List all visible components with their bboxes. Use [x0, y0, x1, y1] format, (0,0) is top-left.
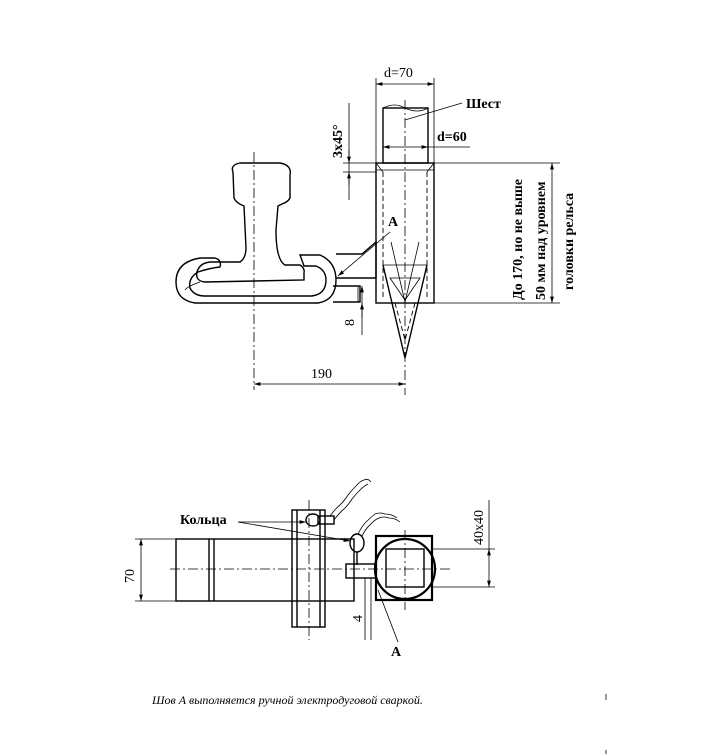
rail-profile: [195, 162, 305, 283]
label-weld-a-bottom: A: [391, 645, 402, 660]
label-height-1: До 170, но не выше: [511, 179, 526, 300]
label-height-3: головки рельса: [562, 193, 577, 290]
label-chamfer: 3x45°: [331, 124, 346, 158]
label-weld-a-top: A: [388, 215, 399, 230]
label-dim-190: 190: [311, 367, 332, 382]
footnote: Шов А выполняется ручной электродуговой …: [151, 693, 423, 707]
label-d70: d=70: [384, 66, 413, 81]
label-rings: Кольца: [180, 513, 227, 528]
label-dim-8: 8: [343, 319, 358, 326]
spike-cone: [382, 264, 428, 359]
side-view: d=70 d=60 Шест 3x45° A 8 190 До 170, но …: [175, 66, 577, 395]
label-d60: d=60: [437, 130, 467, 145]
clamp-plate: [291, 509, 326, 628]
label-dim-40x40: 40x40: [472, 510, 487, 545]
label-dim-70: 70: [123, 569, 138, 583]
pole: [382, 107, 429, 164]
label-dim-4: 4: [351, 615, 366, 622]
label-pole: Шест: [466, 97, 501, 112]
rail-clamp: [175, 254, 337, 304]
plan-view: Кольца 70 40x40 4 A: [123, 478, 495, 660]
label-height-2: 50 мм над уровнем: [534, 181, 549, 300]
